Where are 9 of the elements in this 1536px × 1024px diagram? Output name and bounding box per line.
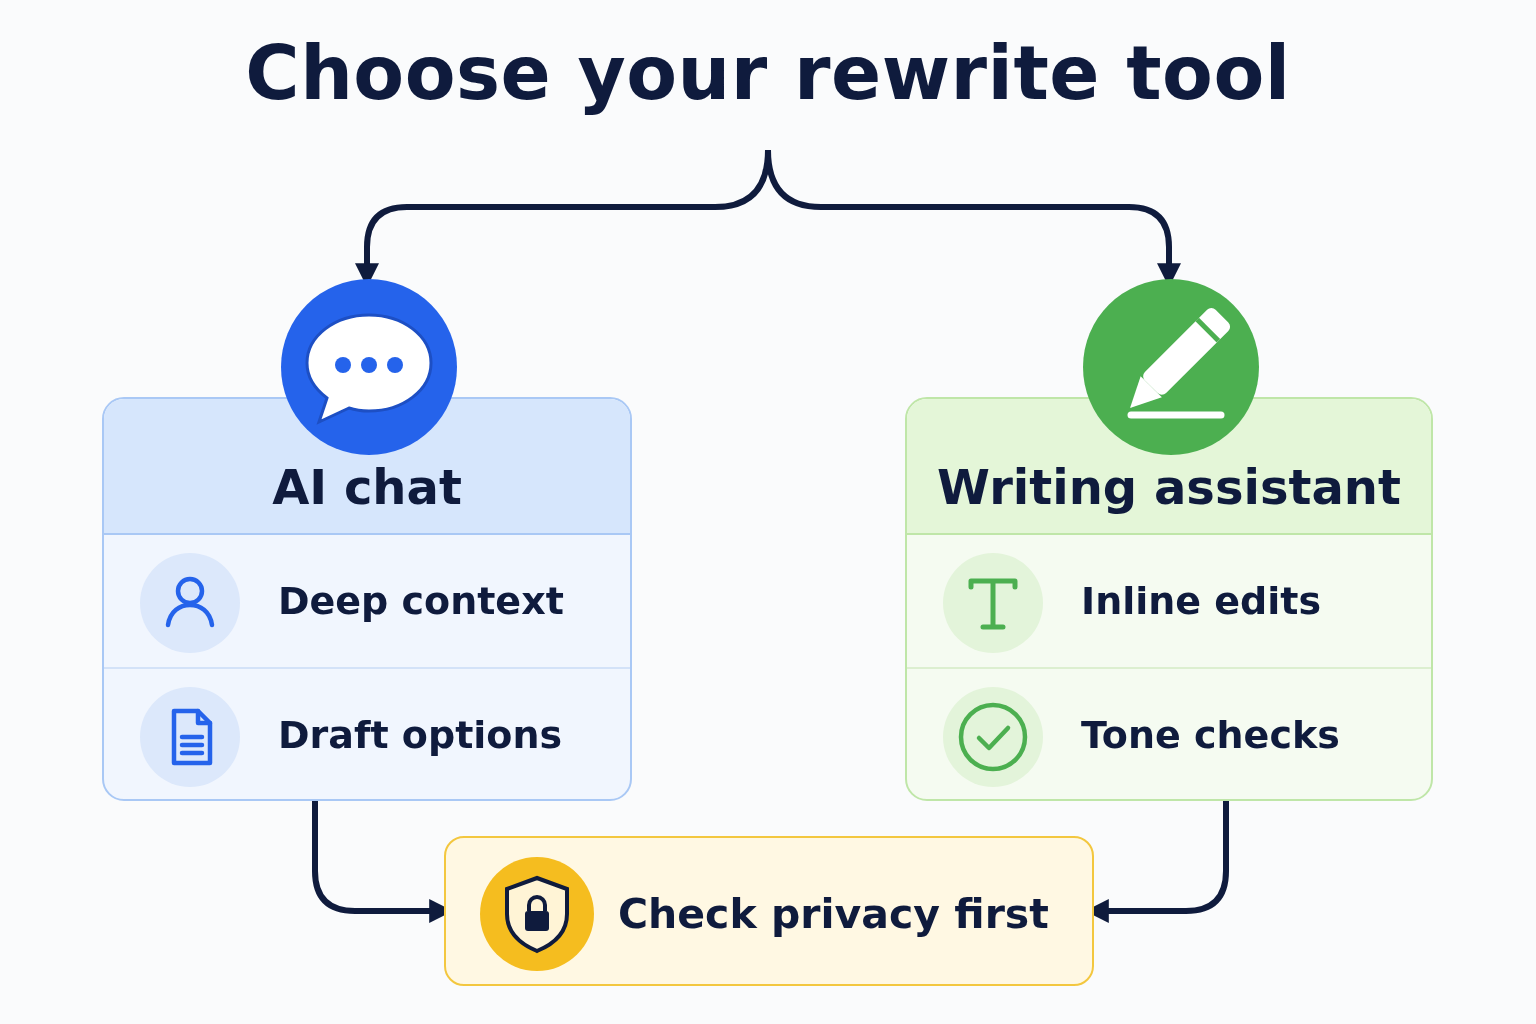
feature-label: Tone checks xyxy=(1081,713,1340,757)
privacy-label: Check privacy first xyxy=(618,890,1049,938)
card-title: Writing assistant xyxy=(936,459,1402,515)
feature-label: Deep context xyxy=(278,579,564,623)
feature-label: Inline edits xyxy=(1081,579,1322,623)
privacy-box xyxy=(444,836,1094,986)
card-title: AI chat xyxy=(271,459,463,515)
title: Choose your rewrite tool xyxy=(245,30,1291,116)
feature-label: Draft options xyxy=(278,713,563,757)
